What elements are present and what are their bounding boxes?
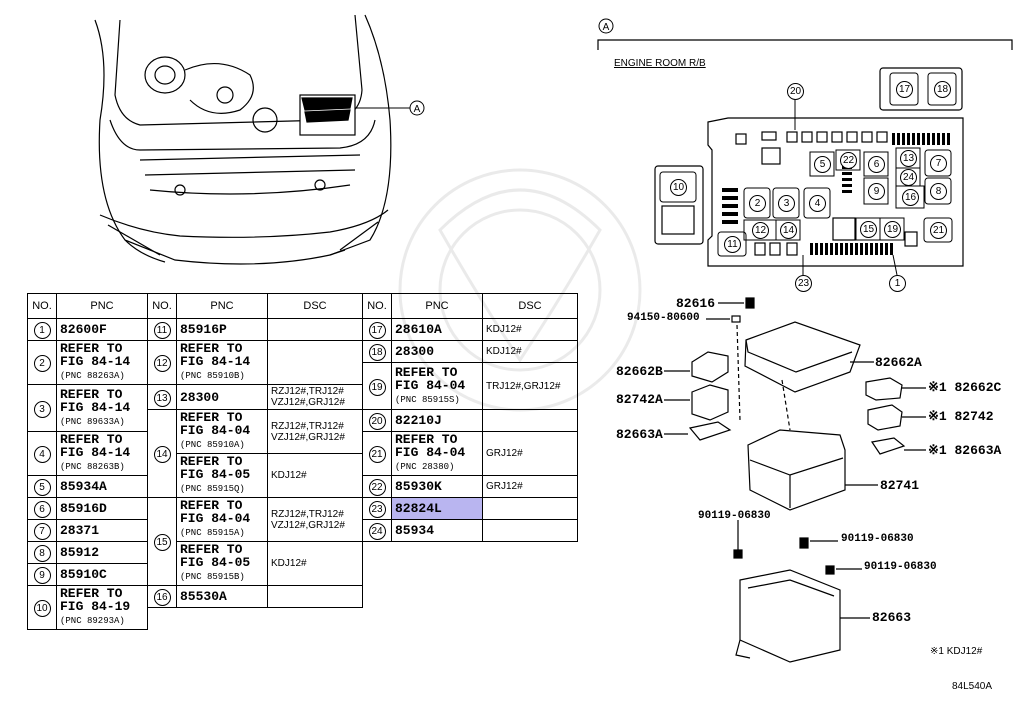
relay-position-5: 5 (814, 156, 831, 173)
part-label-90119-c: 90119-06830 (864, 561, 937, 573)
relay-position-11: 11 (724, 236, 741, 253)
part-label-94150-80600: 94150-80600 (627, 312, 700, 324)
relay-position-3: 3 (778, 195, 795, 212)
engine-bay-illustration (94, 14, 392, 265)
relay-position-12: 12 (752, 222, 769, 239)
part-label-82663a-kdj: ※1 82663A (928, 443, 1002, 458)
number-circle: 5 (33, 479, 51, 496)
number-circle: 11 (153, 322, 171, 339)
number-circle: 22 (368, 479, 386, 496)
relay-position-14: 14 (780, 222, 797, 239)
table-header-row: NO. PNC NO. PNC DSC NO. PNC DSC (27, 293, 578, 319)
relay-position-16: 16 (902, 189, 919, 206)
part-label-90119-b: 90119-06830 (841, 533, 914, 545)
relay-position-24: 24 (900, 169, 917, 186)
relay-position-1: 1 (889, 275, 906, 292)
leader-line (892, 254, 898, 276)
relay-position-20: 20 (787, 83, 804, 100)
number-circle: 9 (33, 567, 51, 584)
relay-position-23: 23 (795, 275, 812, 292)
part-label-82662b: 82662B (616, 364, 663, 379)
header-no: NO. (27, 293, 57, 319)
number-circle: 4 (33, 446, 51, 463)
part-label-82663: 82663 (872, 610, 912, 625)
relay-position-13: 13 (900, 150, 917, 167)
header-pnc: PNC (176, 293, 268, 319)
relay-position-19: 19 (884, 221, 901, 238)
number-circle: 6 (33, 501, 51, 518)
number-circle: 24 (368, 523, 386, 540)
number-circle: 20 (368, 413, 386, 430)
relay-position-4: 4 (809, 195, 826, 212)
part-label-90119-a: 90119-06830 (698, 510, 771, 522)
relay-position-8: 8 (930, 183, 947, 200)
relay-position-2: 2 (749, 195, 766, 212)
number-circle: 2 (33, 355, 51, 372)
number-circle: 17 (368, 322, 386, 339)
number-circle: 18 (368, 344, 386, 361)
callout-a-label: A (414, 104, 421, 115)
part-label-82616: 82616 (676, 296, 716, 311)
number-circle: 10 (33, 600, 51, 617)
number-circle: 14 (153, 446, 171, 463)
number-circle: 12 (153, 355, 171, 372)
number-circle: 23 (368, 501, 386, 518)
number-circle: 15 (153, 534, 171, 551)
relay-box-position-labels (659, 72, 957, 257)
header-no: NO. (147, 293, 177, 319)
header-no: NO. (362, 293, 392, 319)
relay-position-6: 6 (868, 156, 885, 173)
part-label-82742a: 82742A (616, 392, 663, 407)
relay-position-15: 15 (860, 221, 877, 238)
number-circle: 3 (33, 400, 51, 418)
number-circle: 8 (33, 545, 51, 562)
callout-a-header: A (603, 22, 610, 33)
relay-position-7: 7 (930, 155, 947, 172)
part-label-82741: 82741 (880, 478, 920, 493)
number-circle: 13 (153, 389, 171, 407)
relay-position-21: 21 (930, 222, 947, 239)
section-title: ENGINE ROOM R/B (614, 58, 706, 69)
number-circle: 21 (368, 446, 386, 463)
number-circle: 1 (33, 322, 51, 339)
relay-position-17: 17 (896, 81, 913, 98)
header-pnc: PNC (56, 293, 148, 319)
relay-position-10: 10 (670, 179, 687, 196)
footnote: ※1 KDJ12# (930, 646, 983, 657)
part-label-82742: ※1 82742 (928, 409, 994, 424)
part-label-82662a: 82662A (875, 355, 922, 370)
number-circle: 7 (33, 523, 51, 540)
part-label-82662c: ※1 82662C (928, 380, 1002, 395)
part-label-82663a: 82663A (616, 427, 663, 442)
figure-code: 84L540A (952, 681, 993, 692)
header-pnc: PNC (391, 293, 483, 319)
number-circle: 16 (153, 589, 171, 606)
relay-position-22: 22 (840, 152, 857, 169)
header-dsc: DSC (482, 293, 578, 319)
relay-position-9: 9 (868, 183, 885, 200)
number-circle: 19 (368, 378, 386, 396)
relay-position-18: 18 (934, 81, 951, 98)
